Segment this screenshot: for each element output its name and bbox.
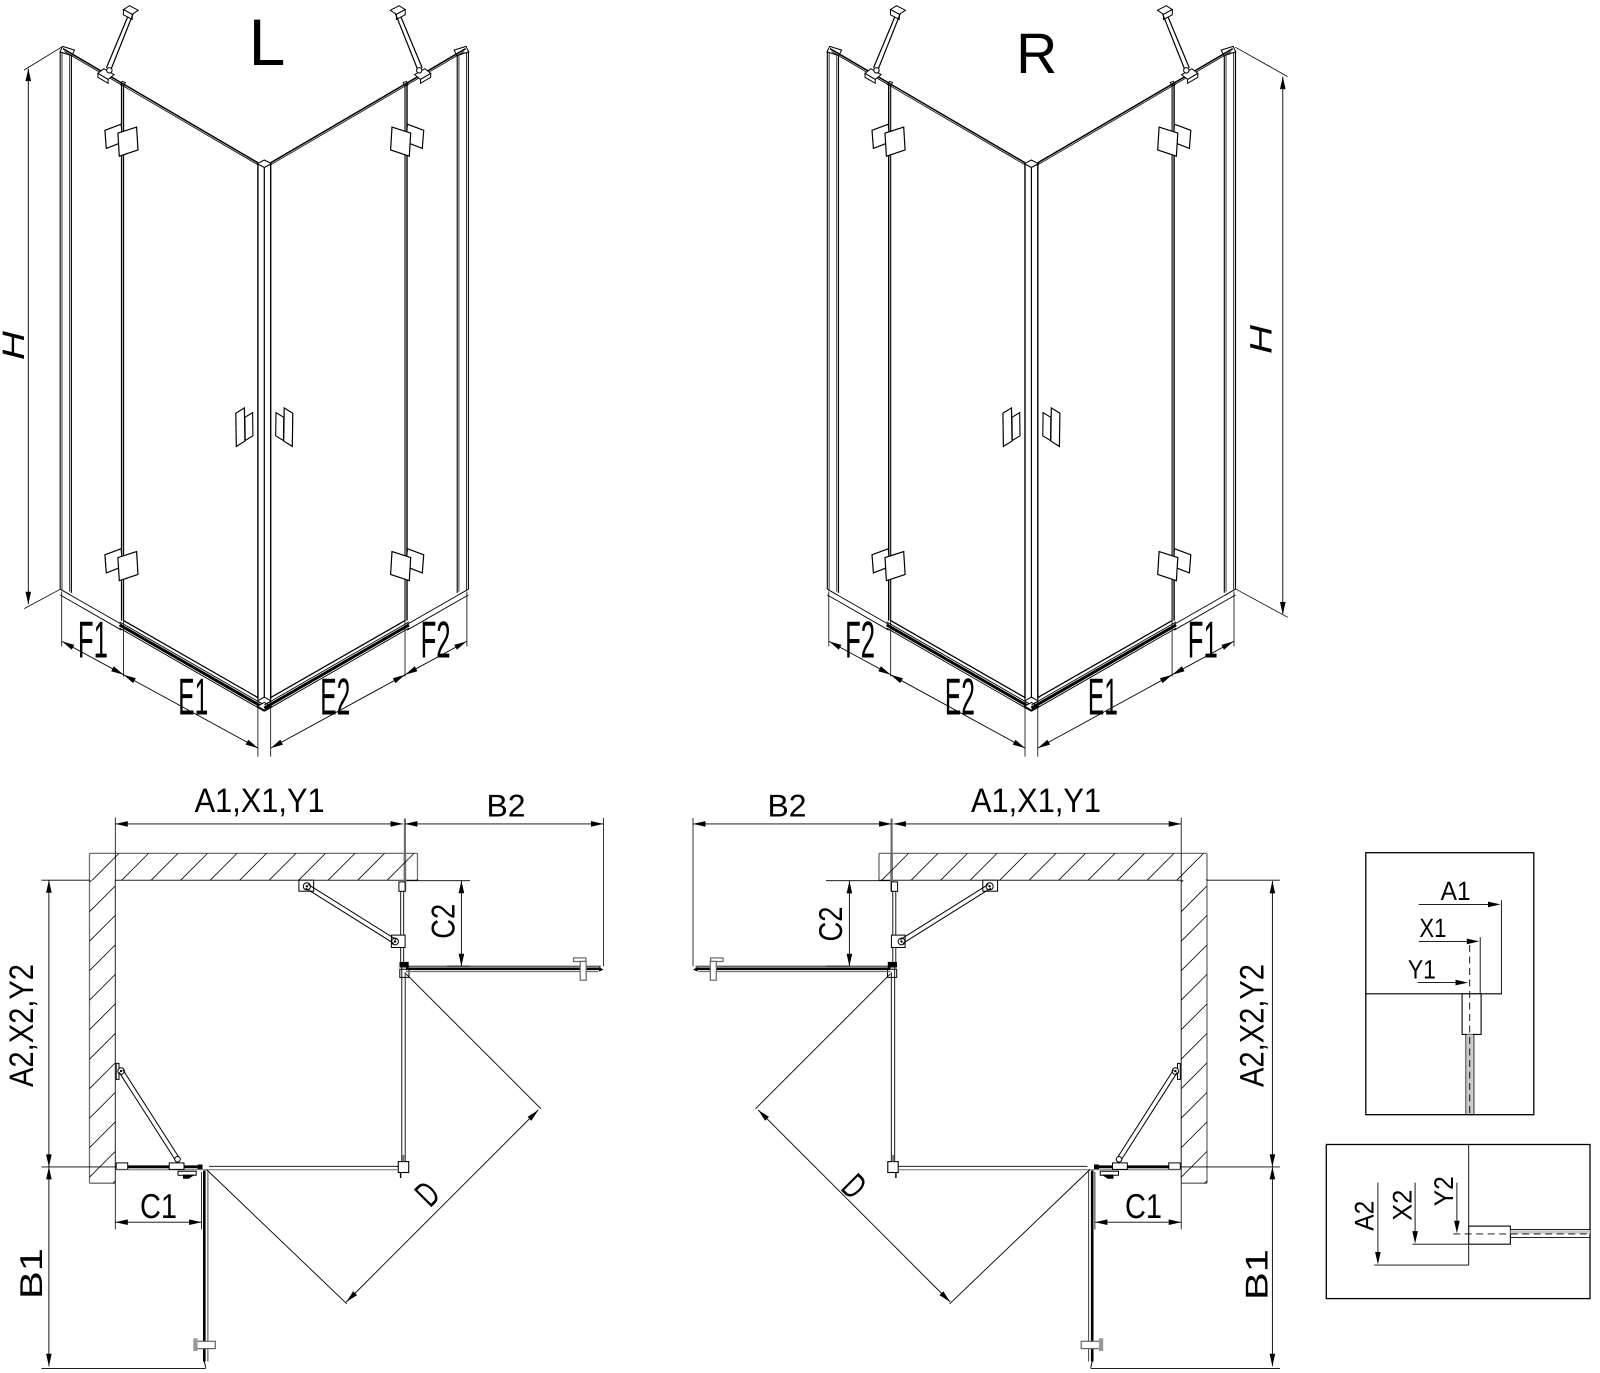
svg-text:F1: F1: [1188, 611, 1218, 669]
svg-text:B1: B1: [1239, 1249, 1275, 1300]
svg-text:R: R: [1016, 22, 1057, 86]
svg-text:A2,X2,Y2: A2,X2,Y2: [3, 964, 41, 1087]
svg-text:A1: A1: [1441, 876, 1471, 906]
svg-text:A1,X1,Y1: A1,X1,Y1: [195, 782, 325, 820]
svg-text:Y2: Y2: [1429, 1176, 1459, 1206]
svg-text:B2: B2: [487, 788, 526, 824]
svg-text:E1: E1: [178, 669, 208, 727]
svg-text:X1: X1: [1419, 913, 1446, 943]
svg-text:Y1: Y1: [1408, 954, 1436, 984]
svg-text:F2: F2: [845, 611, 875, 669]
svg-text:C2: C2: [424, 904, 461, 939]
svg-text:E1: E1: [1088, 669, 1118, 727]
svg-text:B1: B1: [13, 1248, 49, 1299]
svg-text:H: H: [1244, 324, 1279, 354]
svg-text:E2: E2: [320, 669, 350, 727]
svg-text:C2: C2: [812, 907, 849, 942]
svg-text:A2,X2,Y2: A2,X2,Y2: [1234, 964, 1272, 1087]
svg-text:E2: E2: [945, 669, 975, 727]
svg-text:F1: F1: [78, 611, 108, 669]
svg-text:C1: C1: [1125, 1188, 1162, 1226]
svg-text:C1: C1: [140, 1188, 177, 1226]
svg-text:H: H: [0, 330, 31, 360]
svg-text:A1,X1,Y1: A1,X1,Y1: [971, 782, 1101, 820]
svg-text:L: L: [249, 5, 286, 79]
svg-text:X2: X2: [1388, 1190, 1418, 1221]
svg-text:B2: B2: [768, 788, 807, 824]
svg-text:F2: F2: [421, 611, 451, 669]
svg-text:A2: A2: [1349, 1201, 1379, 1231]
